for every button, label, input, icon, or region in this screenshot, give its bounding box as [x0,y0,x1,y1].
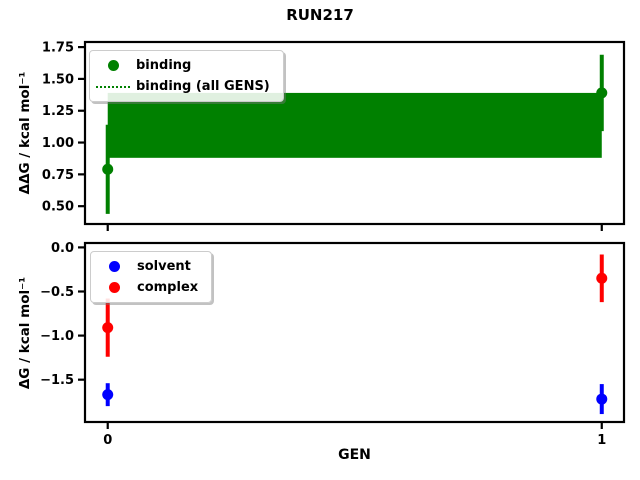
legend-item-binding-all-gens: binding (all GENS) [90,76,270,97]
axes-frame [83,241,626,424]
binding-data-point [102,163,114,175]
y-tick-label: 0.50 [42,200,74,215]
legend-top: binding binding (all GENS) [89,50,284,102]
axes-frame [83,40,626,226]
y-tick-label: 1.25 [42,104,74,119]
solvent-data-point [596,393,608,405]
binding-allgens-dotted-line-icon [96,85,130,88]
legend-label: binding [136,58,192,73]
legend-label: binding (all GENS) [136,79,270,94]
binding-data-point [596,87,608,99]
complex-dot-icon [108,282,120,293]
legend-label: complex [137,280,199,295]
complex-data-point [102,322,114,334]
y-tick-label: 1.50 [42,72,74,87]
x-tick-label: 1 [597,433,606,448]
legend-label: solvent [137,259,191,274]
legend-bottom: solvent complex [90,251,213,303]
legend-item-complex: complex [91,277,198,298]
legend-item-binding: binding [90,55,270,76]
y-tick-label: −1.5 [40,373,74,388]
legend-item-solvent: solvent [91,256,198,277]
y-tick-label: −0.5 [40,285,74,300]
y-tick-label: 0.75 [42,168,74,183]
y-axis-label-bottom: ΔG / kcal mol⁻¹ [17,276,33,390]
solvent-data-point [102,389,114,401]
y-tick-label: 0.0 [51,241,74,256]
y-tick-label: 1.75 [42,41,74,56]
y-tick-label: −1.0 [40,329,74,344]
binding-dot-icon [107,60,119,71]
solvent-dot-icon [108,261,120,272]
chart-title: RUN217 [286,6,354,24]
x-axis-label: GEN [338,447,371,463]
y-tick-label: 1.00 [42,136,74,151]
complex-data-point [596,272,608,284]
uncertainty-band [107,92,602,158]
y-axis-label-top: ΔΔG / kcal mol⁻¹ [17,71,33,195]
x-tick-label: 0 [103,433,112,448]
